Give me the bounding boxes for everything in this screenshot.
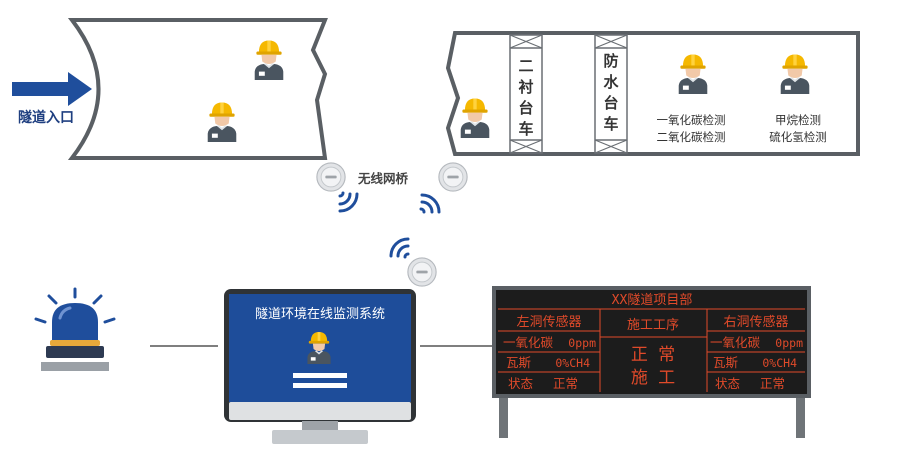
waterproofing-trolley: 防 水 台 车 bbox=[594, 34, 628, 154]
alarm-light bbox=[34, 287, 116, 371]
left-gas-label: 瓦斯 bbox=[506, 355, 531, 370]
tunnel-entrance-section bbox=[67, 18, 328, 160]
trolley-char: 台 bbox=[603, 94, 618, 112]
trolley-char: 水 bbox=[603, 73, 619, 91]
entrance-label: 隧道入口 bbox=[18, 109, 74, 126]
left-gas-value: 0%CH4 bbox=[555, 356, 590, 370]
right-co-label: 一氧化碳 bbox=[710, 335, 761, 350]
left-co-value: 0ppm bbox=[568, 336, 596, 350]
bridge-node-icon bbox=[316, 162, 346, 192]
bridge-label: 无线网桥 bbox=[357, 171, 409, 186]
detector-label: 硫化氢检测 bbox=[769, 130, 827, 144]
monitor-stand bbox=[272, 430, 368, 444]
entrance-arrow-icon bbox=[12, 72, 92, 106]
trolley-char: 二 bbox=[518, 57, 533, 75]
left-status-value: 正常 bbox=[553, 376, 578, 391]
trolley-char: 车 bbox=[603, 115, 618, 133]
signal-waves-icon bbox=[338, 191, 359, 213]
left-status-label: 状态 bbox=[508, 376, 533, 391]
system-title: 隧道环境在线监测系统 bbox=[255, 306, 385, 322]
board-title: XX隧道项目部 bbox=[612, 292, 693, 308]
left-sensor-header: 左洞传感器 bbox=[516, 314, 581, 330]
right-status-value: 正常 bbox=[760, 376, 785, 391]
right-co-value: 0ppm bbox=[775, 336, 803, 350]
detector-label: 甲烷检测 bbox=[775, 113, 821, 127]
receiver-node-icon bbox=[407, 257, 437, 287]
signal-waves-icon bbox=[389, 237, 410, 259]
right-gas-label: 瓦斯 bbox=[713, 355, 738, 370]
tunnel-entrance-marker: 隧道入口 bbox=[12, 72, 92, 126]
right-status-label: 状态 bbox=[715, 376, 740, 391]
detector-label: 二氧化碳检测 bbox=[657, 130, 726, 144]
trolley-char: 台 bbox=[518, 99, 533, 117]
trolley-char: 车 bbox=[518, 120, 533, 138]
construction-status-line: 施 工 bbox=[631, 368, 675, 388]
tunnel-work-section: 二 衬 台 车 防 水 台 车 一氧化碳检测 二氧化碳检测 甲烷检测 硫化氢检测 bbox=[445, 31, 860, 156]
monitor-neck bbox=[302, 421, 338, 430]
board-leg bbox=[796, 392, 805, 438]
board-leg bbox=[499, 392, 508, 438]
secondary-lining-trolley: 二 衬 台 车 bbox=[509, 34, 543, 154]
construction-status-line: 正 常 bbox=[631, 345, 675, 365]
monitor-receiver bbox=[389, 237, 437, 287]
monitoring-computer: 隧道环境在线监测系统 bbox=[224, 289, 416, 444]
left-co-label: 一氧化碳 bbox=[503, 335, 554, 350]
detector-label: 一氧化碳检测 bbox=[657, 113, 726, 127]
trolley-char: 防 bbox=[603, 52, 618, 70]
trolley-char: 衬 bbox=[518, 78, 533, 96]
gas-detector-co-co2: 一氧化碳检测 二氧化碳检测 bbox=[657, 54, 726, 144]
led-display-board: XX隧道项目部 左洞传感器 一氧化碳 0ppm 瓦斯 0%CH4 状态 正常 施… bbox=[492, 286, 811, 438]
right-gas-value: 0%CH4 bbox=[762, 356, 797, 370]
alarm-light-icon bbox=[52, 303, 98, 340]
right-sensor-header: 右洞传感器 bbox=[723, 314, 788, 330]
bridge-node-icon bbox=[438, 162, 468, 192]
signal-waves-icon bbox=[419, 193, 441, 214]
construction-process-header: 施工工序 bbox=[627, 318, 679, 333]
wireless-bridge: 无线网桥 bbox=[316, 162, 468, 214]
gas-detector-ch4-h2s: 甲烷检测 硫化氢检测 bbox=[769, 54, 827, 144]
